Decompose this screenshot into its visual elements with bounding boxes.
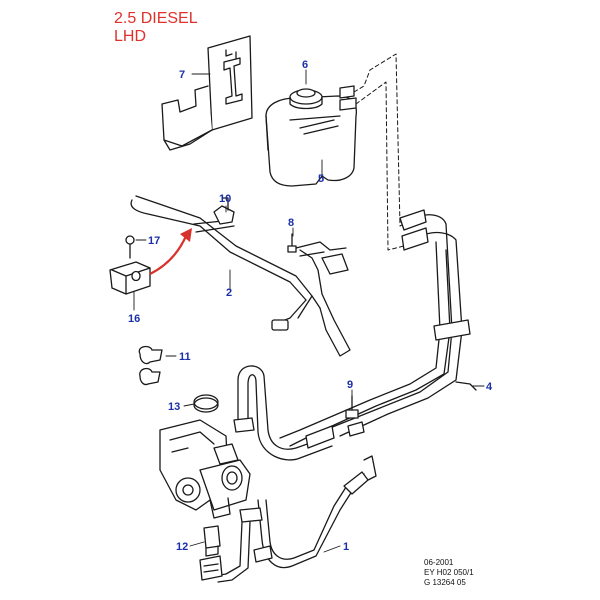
callout-11: 11	[179, 351, 191, 363]
bracket-part	[161, 35, 253, 151]
dashed-connection-lines	[353, 53, 409, 251]
hose-clips-part	[138, 345, 163, 386]
return-hose-loop	[233, 365, 335, 461]
fitting-part	[345, 395, 365, 437]
callout-5: 5	[318, 173, 324, 185]
callout-12: 12	[176, 541, 188, 553]
footer-date: 06-2001	[424, 558, 454, 567]
clip-part	[213, 197, 235, 225]
union-fitting-part	[199, 525, 223, 581]
callout-4: 4	[486, 381, 493, 393]
callout-1: 1	[343, 541, 349, 553]
reservoir-part	[265, 85, 358, 187]
footer-ref: EY H02 050/1	[424, 568, 474, 577]
title-engine: 2.5 DIESEL	[114, 10, 198, 27]
callout-17: 17	[148, 235, 160, 247]
title-drive-side: LHD	[114, 28, 147, 45]
ring-part	[193, 394, 219, 413]
callout-10: 10	[219, 193, 231, 205]
leader-lines	[133, 69, 485, 553]
power-steering-pump	[159, 419, 251, 519]
red-arrow-icon	[149, 228, 192, 275]
callout-16: 16	[128, 313, 140, 325]
callout-13: 13	[168, 401, 180, 413]
callout-6: 6	[302, 59, 308, 71]
footer-code: G 13264 05	[424, 578, 466, 587]
callout-7: 7	[179, 69, 185, 81]
bolt-part-8	[287, 233, 297, 253]
rigid-pipe-assembly	[130, 195, 351, 357]
callout-9: 9	[347, 379, 353, 391]
callout-8: 8	[288, 217, 294, 229]
pipe-bracket-block	[109, 235, 151, 295]
hose-pipe-group	[279, 209, 477, 447]
callout-2: 2	[226, 287, 232, 299]
